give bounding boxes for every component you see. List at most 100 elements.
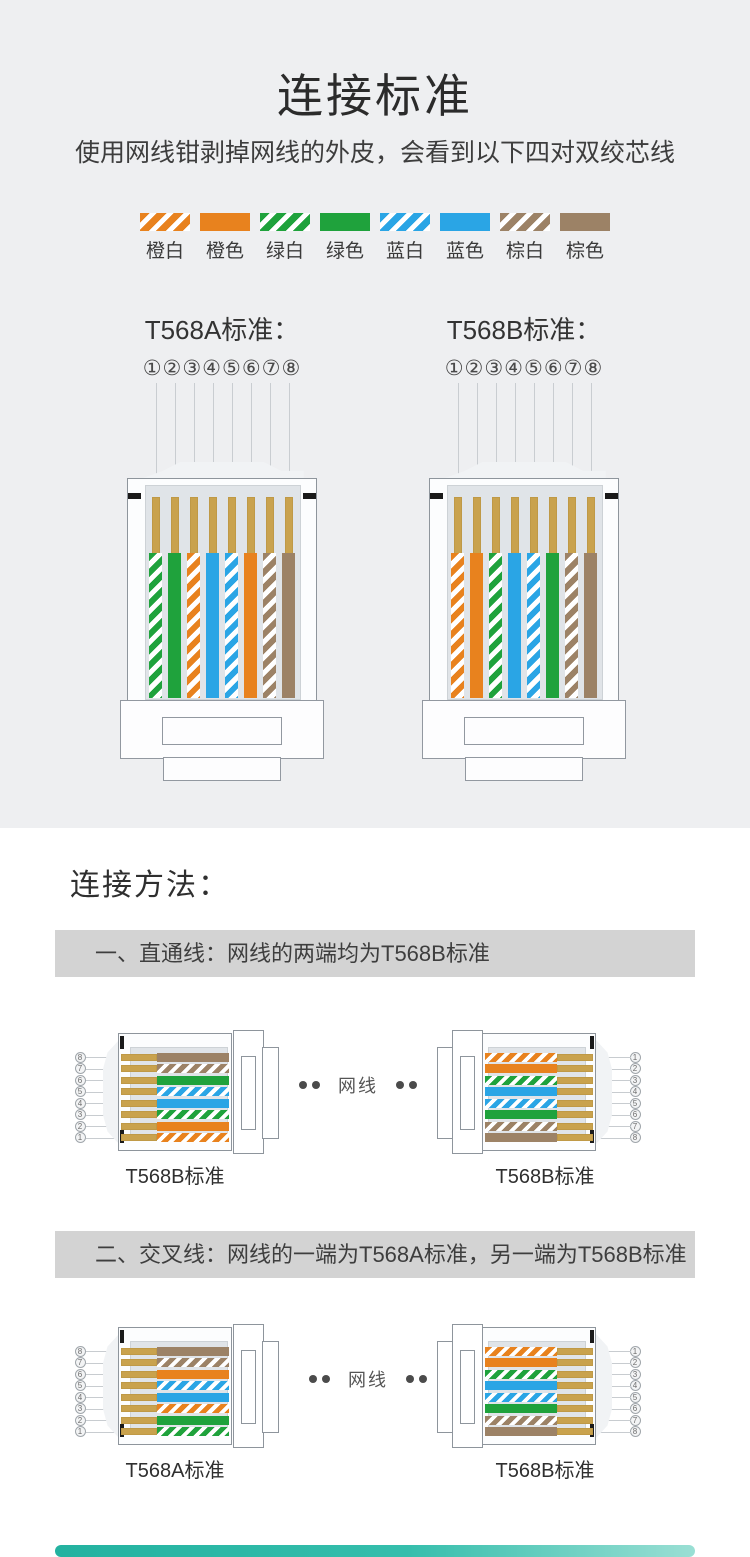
pin-number-badge: 6 — [629, 1109, 641, 1121]
gold-pin — [170, 497, 179, 555]
gold-pin — [284, 497, 293, 555]
page-subtitle: 使用网线钳剥掉网线的外皮，会看到以下四对双绞芯线 — [74, 139, 675, 167]
pin-leader-line — [86, 1362, 120, 1364]
cable-dot — [312, 1081, 320, 1089]
pin-number-badge: 5 — [74, 1380, 86, 1392]
gold-pin — [548, 497, 557, 555]
side-mark-top — [120, 1036, 124, 1049]
gold-pin — [557, 1370, 593, 1378]
wire-brown — [485, 1427, 557, 1437]
gold-pin — [567, 497, 576, 555]
wire-green — [485, 1404, 557, 1414]
wire-green-white — [485, 1075, 557, 1085]
blue-swatch — [440, 213, 490, 231]
wire-blue-white — [157, 1087, 229, 1097]
gold-pin — [557, 1134, 593, 1142]
wire-green — [546, 553, 559, 698]
gold-pin — [121, 1416, 157, 1424]
wire-brown — [485, 1133, 557, 1143]
pin-leader-line — [600, 1057, 631, 1058]
wire-color-legend: 橙白橙色绿白绿色蓝白蓝色棕白棕色 — [0, 213, 750, 263]
wire-brown-white — [157, 1064, 229, 1074]
gold-pin — [453, 497, 462, 555]
gold-pin — [586, 497, 595, 555]
gold-pin — [529, 497, 538, 555]
gold-pin — [510, 497, 519, 555]
cable-dot — [309, 1375, 317, 1383]
pin-leader-line — [600, 1126, 631, 1128]
gold-pin — [557, 1428, 593, 1436]
pin-number-badge: 4 — [629, 1086, 641, 1098]
gold-pin — [121, 1099, 157, 1107]
pin-leader-line — [590, 383, 592, 497]
gold-pin — [557, 1416, 593, 1424]
pin-number-badge: 8 — [74, 1345, 86, 1357]
green-white-swatch — [260, 213, 310, 231]
pin-number-badge: 3 — [74, 1109, 86, 1121]
pin-leader-line — [495, 383, 497, 497]
legend-item: 蓝色 — [440, 213, 490, 263]
wire-blue — [206, 553, 219, 698]
wire-green-white — [485, 1369, 557, 1379]
pin-leader-line — [86, 1408, 120, 1410]
connector-nose — [140, 462, 304, 479]
wire-orange-white — [451, 553, 464, 698]
pin-number-badge: 1 — [74, 1132, 86, 1144]
wire-orange — [485, 1064, 557, 1074]
wire-orange — [157, 1121, 229, 1131]
wire-brown-white — [485, 1415, 557, 1425]
back-slot — [241, 1056, 256, 1130]
gold-pin — [557, 1099, 593, 1107]
gold-pin — [557, 1076, 593, 1084]
pin-number-badge: 5 — [629, 1097, 641, 1109]
pin-number-badge: 7 — [629, 1120, 641, 1132]
gold-pin — [227, 497, 236, 555]
pin-leader-line — [600, 1351, 631, 1352]
pin-number-badge: 4 — [74, 1391, 86, 1403]
gold-pin — [189, 497, 198, 555]
wire-blue — [157, 1098, 229, 1108]
pin-leader-line — [86, 1420, 120, 1422]
legend-item: 蓝白 — [380, 213, 430, 263]
wire-green — [157, 1075, 229, 1085]
green-swatch — [320, 213, 370, 231]
wire-orange-white — [485, 1346, 557, 1356]
pin-leader-line — [600, 1385, 631, 1387]
pin-leader-line — [86, 1114, 120, 1116]
cable-dot — [322, 1375, 330, 1383]
connector-nose — [596, 1040, 612, 1144]
pin-leader-line — [193, 383, 195, 497]
pin-leader-line — [533, 383, 535, 497]
wire-blue — [485, 1087, 557, 1097]
wire-green — [157, 1415, 229, 1425]
legend-item: 棕白 — [500, 213, 550, 263]
gold-pin — [557, 1053, 593, 1061]
gold-pin — [557, 1347, 593, 1355]
brown-swatch — [560, 213, 610, 231]
wire-brown — [157, 1052, 229, 1062]
legend-item: 绿色 — [320, 213, 370, 263]
method-heading: 连接方法： — [70, 869, 230, 902]
cable-dot — [396, 1081, 404, 1089]
wire-orange-white — [157, 1404, 229, 1414]
side-mark-top — [590, 1330, 594, 1343]
t568a-pin-numbers: ①②③④⑤⑥⑦⑧ — [142, 357, 302, 380]
gold-pin — [121, 1428, 157, 1436]
side-mark-top — [590, 1036, 594, 1049]
wire-orange — [157, 1369, 229, 1379]
pin-leader-line — [600, 1068, 631, 1070]
pin-leader-line — [250, 383, 252, 497]
wire-orange — [470, 553, 483, 698]
pin-number-badge: 6 — [74, 1368, 86, 1380]
side-mark-left — [128, 493, 141, 499]
t568b-pin-numbers: ①②③④⑤⑥⑦⑧ — [444, 357, 604, 380]
gold-pin — [121, 1088, 157, 1096]
pin-leader-line — [86, 1137, 120, 1139]
pin-number-badge: 3 — [74, 1403, 86, 1415]
orange-white-swatch — [140, 213, 190, 231]
pin-leader-line — [212, 383, 214, 497]
wire-brown-white — [157, 1358, 229, 1368]
legend-label: 棕白 — [505, 241, 544, 262]
cable-dot — [299, 1081, 307, 1089]
